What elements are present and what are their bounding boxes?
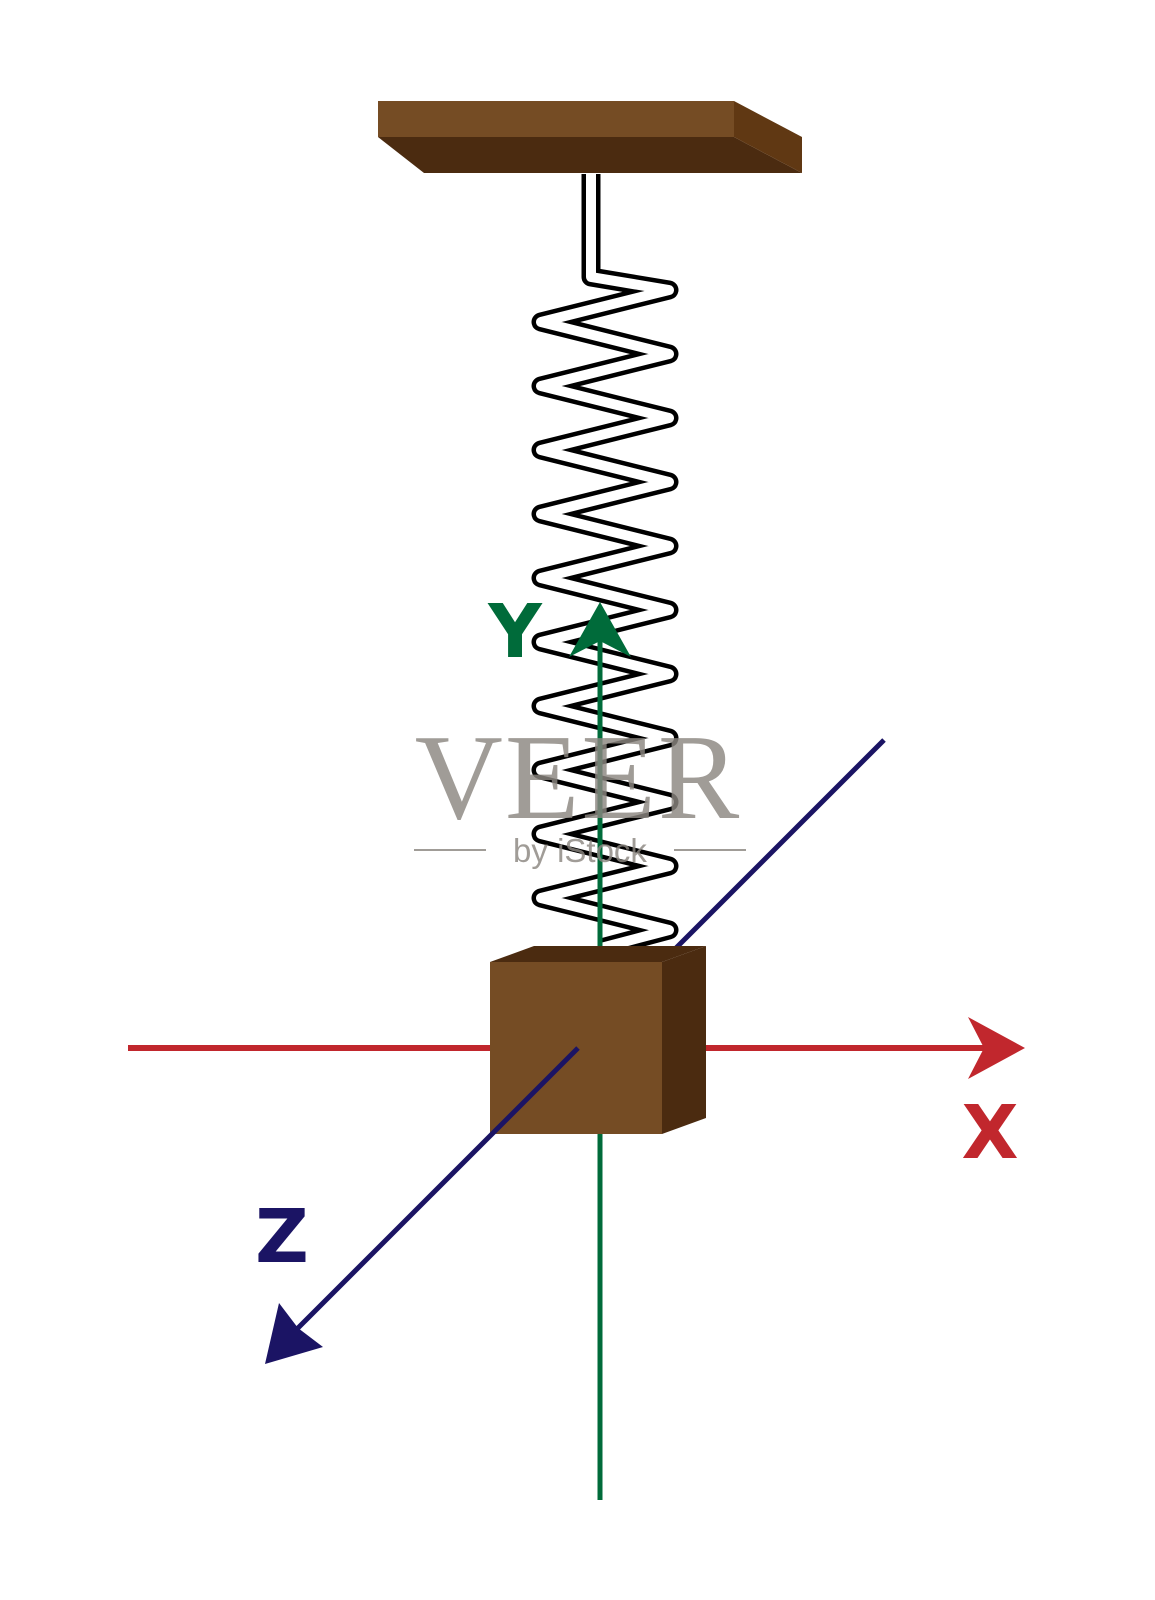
y-axis-label: Y — [487, 589, 543, 675]
z-axis-label: Z — [255, 1194, 309, 1280]
x-axis-label: X — [961, 1090, 1018, 1176]
x-axis-arrowhead — [968, 1017, 1025, 1079]
spring — [531, 174, 679, 958]
ceiling-plate — [378, 101, 802, 173]
z-axis-back — [674, 738, 886, 950]
ceiling-plate-top — [378, 101, 734, 137]
mass-block-top — [490, 946, 706, 962]
mass-block-side — [662, 946, 706, 1134]
watermark: VEER by iStock — [414, 710, 746, 869]
spring-coil — [536, 174, 674, 953]
ceiling-plate-front — [378, 137, 802, 173]
z-axis-front — [293, 1046, 580, 1333]
watermark-brand: VEER — [415, 710, 742, 845]
ceiling-plate-side — [734, 101, 802, 173]
y-axis-arrowhead — [569, 602, 631, 657]
z-axis-arrowhead — [265, 1303, 323, 1364]
watermark-byline: by iStock — [513, 832, 647, 869]
